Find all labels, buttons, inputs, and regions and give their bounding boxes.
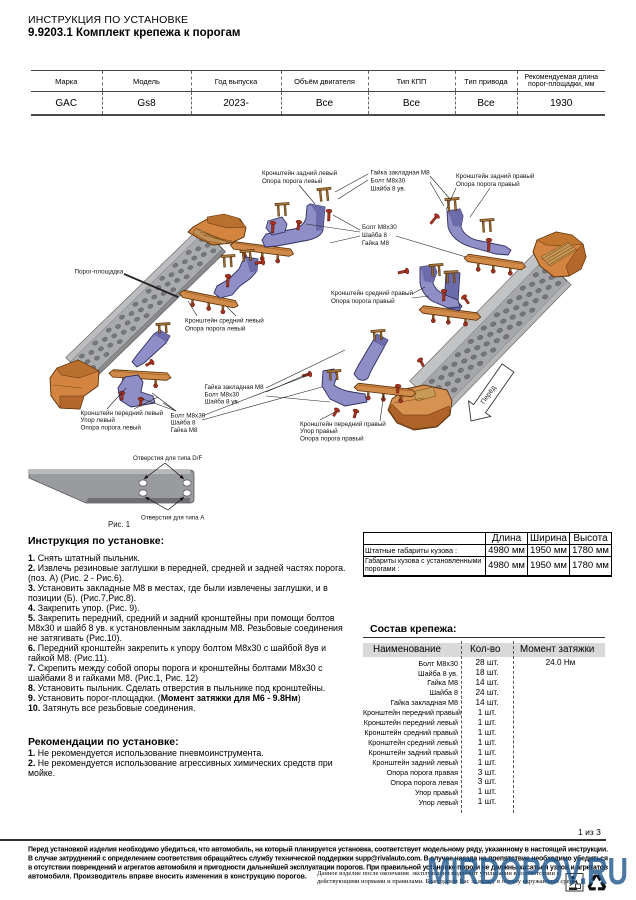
svg-text:Упор левый: Упор левый (81, 416, 116, 424)
svg-text:Шайба 8: Шайба 8 (362, 231, 388, 239)
svg-text:В случае затруднений с определ: В случае затруднений с определением соот… (28, 855, 608, 863)
svg-text:Кронштейн передний левый: Кронштейн передний левый (81, 409, 164, 417)
svg-text:Гайка М8: Гайка М8 (362, 239, 389, 247)
svg-text:MIRDOPOV.RU: MIRDOPOV.RU (427, 851, 628, 890)
svg-text:Перед установкой изделия необх: Перед установкой изделия необходимо убед… (28, 846, 608, 854)
svg-text:Опора порога правый: Опора порога правый (456, 180, 520, 188)
svg-text:Упор правый: Упор правый (300, 427, 338, 435)
svg-text:Гайка М8: Гайка М8 (171, 426, 198, 434)
svg-text:Гайка закладная М8: Гайка закладная М8 (205, 383, 265, 391)
svg-text:Порог-площадка: Порог-площадка (75, 269, 124, 276)
svg-text:Опора порога левый: Опора порога левый (262, 177, 323, 185)
svg-text:Шайба 8: Шайба 8 (171, 419, 197, 427)
svg-text:Кронштейн задний правый: Кронштейн задний правый (456, 172, 535, 180)
svg-text:Болт М8х30: Болт М8х30 (371, 177, 406, 184)
svg-text:Болт М8х30: Болт М8х30 (171, 413, 206, 420)
svg-text:в отсутствии повреждений и агр: в отсутствии повреждений и агрегатов авт… (28, 864, 608, 872)
svg-text:Кронштейн средний левый: Кронштейн средний левый (185, 317, 264, 325)
svg-text:Отверстия для типа D/F: Отверстия для типа D/F (133, 455, 202, 462)
svg-text:Гайка закладная М8: Гайка закладная М8 (371, 169, 431, 177)
svg-text:Шайба 8 ув.: Шайба 8 ув. (205, 398, 240, 406)
svg-text:Болт М8х30: Болт М8х30 (362, 224, 397, 231)
svg-text:Шайба 8 ув.: Шайба 8 ув. (371, 184, 406, 192)
svg-text:Болт М8х30: Болт М8х30 (205, 391, 240, 398)
svg-text:Опора порога левый: Опора порога левый (185, 324, 246, 332)
svg-text:Опора порога правый: Опора порога правый (331, 297, 395, 305)
svg-text:Опора порога левый: Опора порога левый (81, 423, 142, 431)
svg-text:Кронштейн задний левый: Кронштейн задний левый (262, 169, 338, 177)
svg-text:Кронштейн средний правый: Кронштейн средний правый (331, 289, 413, 297)
svg-text:Отверстия для типа А: Отверстия для типа А (141, 515, 205, 522)
svg-text:Кронштейн передний правый: Кронштейн передний правый (300, 420, 386, 428)
svg-text:Опора порога правый: Опора порога правый (300, 434, 364, 442)
svg-text:автомобиля. Производитель впра: автомобиля. Производитель вправе вносить… (28, 873, 307, 881)
svg-text:Рис. 1: Рис. 1 (108, 520, 130, 529)
